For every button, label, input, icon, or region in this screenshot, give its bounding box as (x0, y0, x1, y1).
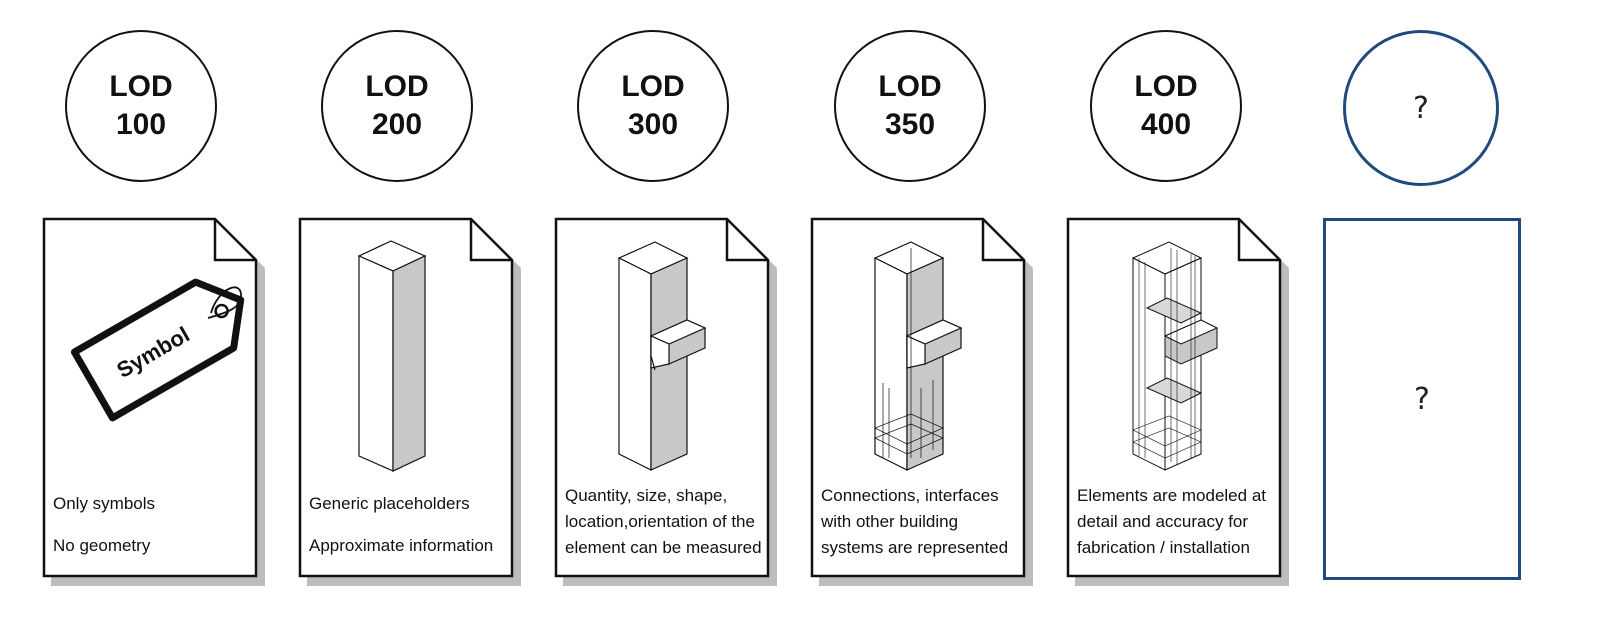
lod-100-word: LOD (109, 70, 173, 103)
document-sheet-icon (1066, 217, 1289, 586)
unknown-lod-card: ? (1323, 218, 1521, 580)
lod-300-line-1: Quantity, size, shape, (565, 486, 728, 505)
lod-200-line-1: Generic placeholders (309, 494, 470, 513)
lod-350-description: Connections, interfaces with other build… (821, 483, 1021, 561)
symbol-tag-icon: Symbol (70, 278, 245, 422)
lod-300-description: Quantity, size, shape, location,orientat… (565, 483, 765, 561)
document-sheet-icon: Symbol (42, 217, 265, 586)
document-sheet-icon (554, 217, 777, 586)
fabrication-column-icon (1131, 241, 1219, 471)
column-with-connections-icon (873, 241, 963, 471)
lod-350-line-1: Connections, interfaces (821, 486, 999, 505)
lod-400-line-3: fabrication / installation (1077, 538, 1250, 557)
lod-350-card: Connections, interfaces with other build… (810, 217, 1033, 586)
lod-350-line-2: with other building (821, 512, 959, 531)
lod-350-word: LOD (878, 70, 942, 103)
lod-200-description: Generic placeholders Approximate informa… (309, 483, 509, 567)
lod-400-word: LOD (1134, 70, 1198, 103)
lod-200-line-2: Approximate information (309, 536, 494, 555)
lod-200-card: Generic placeholders Approximate informa… (298, 217, 521, 586)
lod-300-line-2: location,orientation of the (565, 512, 755, 531)
lod-100-line-2: No geometry (53, 536, 151, 555)
document-sheet-icon (298, 217, 521, 586)
lod-300-word: LOD (621, 70, 685, 103)
lod-200-word: LOD (365, 70, 429, 103)
lod-350-circle: LOD 350 (834, 30, 986, 182)
document-sheet-icon (810, 217, 1033, 586)
column-with-corbel-icon (617, 241, 707, 471)
lod-400-number: 400 (1140, 108, 1192, 141)
generic-column-icon (357, 240, 427, 472)
unknown-card-question-mark: ? (1414, 381, 1430, 417)
lod-400-line-1: Elements are modeled at (1077, 486, 1266, 505)
lod-400-circle: LOD 400 (1090, 30, 1242, 182)
lod-100-circle: LOD 100 (65, 30, 217, 182)
lod-400-description: Elements are modeled at detail and accur… (1077, 483, 1277, 561)
lod-100-description: Only symbols No geometry (53, 483, 253, 567)
lod-200-number: 200 (371, 108, 423, 141)
lod-400-line-2: detail and accuracy for (1077, 512, 1249, 531)
unknown-lod-question-mark: ? (1413, 90, 1429, 126)
lod-300-line-3: element can be measured (565, 538, 762, 557)
lod-350-number: 350 (884, 108, 936, 141)
lod-300-number: 300 (627, 108, 679, 141)
unknown-lod-circle: ? (1343, 30, 1499, 186)
lod-100-number: 100 (115, 108, 167, 141)
lod-400-card: Elements are modeled at detail and accur… (1066, 217, 1289, 586)
lod-200-circle: LOD 200 (321, 30, 473, 182)
lod-350-line-3: systems are represented (821, 538, 1009, 557)
lod-300-card: Quantity, size, shape, location,orientat… (554, 217, 777, 586)
lod-100-line-1: Only symbols (53, 494, 156, 513)
lod-300-circle: LOD 300 (577, 30, 729, 182)
lod-100-card: Symbol Only symbols No geometry (42, 217, 265, 586)
